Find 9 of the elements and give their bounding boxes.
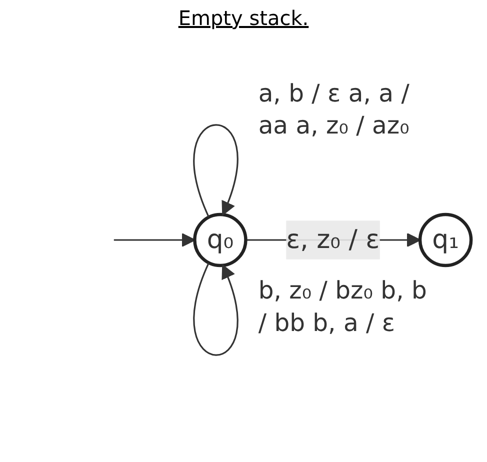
loop-arrow — [192, 124, 238, 218]
loop-arrow — [192, 262, 238, 356]
node-circle: q₀ — [192, 212, 247, 268]
edge-label: a, b / ε a, a / aa a, z₀ / az₀ — [258, 78, 410, 143]
edge-label: b, z₀ / bz₀ b, b / bb b, a / ε — [258, 274, 428, 340]
edge-label: ε, z₀ / ε — [286, 224, 380, 255]
arrow — [113, 232, 195, 248]
node-circle: q₁ — [418, 212, 472, 268]
title: Empty stack. — [178, 6, 309, 30]
